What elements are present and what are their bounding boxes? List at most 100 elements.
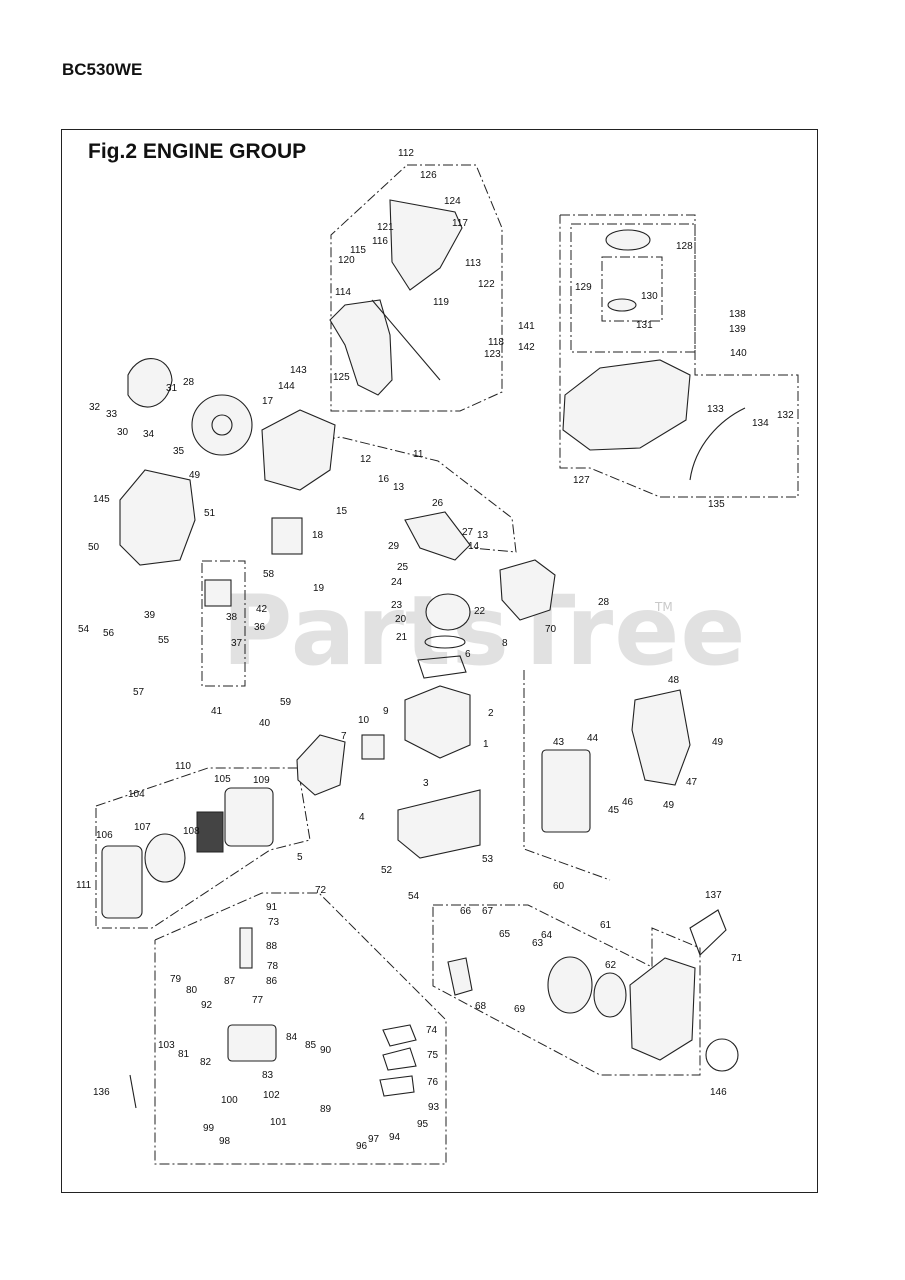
callout-14: 14 xyxy=(468,541,480,552)
piston-ring-shape xyxy=(424,635,466,649)
model-number: BC530WE xyxy=(62,60,143,79)
callout-64: 64 xyxy=(541,930,553,941)
callout-7: 7 xyxy=(341,731,347,742)
air-filter-element-shape xyxy=(144,833,186,883)
callout-125: 125 xyxy=(333,372,350,383)
callout-124: 124 xyxy=(444,196,461,207)
handle-grip-shape xyxy=(329,299,393,396)
callout-22: 22 xyxy=(474,606,486,617)
callout-113: 113 xyxy=(465,258,481,269)
callout-145: 145 xyxy=(93,494,110,505)
callout-24: 24 xyxy=(391,577,403,588)
air-cleaner-base-shape xyxy=(224,787,274,847)
callout-128: 128 xyxy=(676,241,693,252)
callout-31: 31 xyxy=(166,383,178,394)
callout-3: 3 xyxy=(423,778,429,789)
watermark-trademark: TM xyxy=(655,600,673,614)
callout-83: 83 xyxy=(262,1070,274,1081)
callout-98: 98 xyxy=(219,1136,231,1147)
callout-141: 141 xyxy=(518,321,535,332)
callout-139: 139 xyxy=(729,324,746,335)
vent-disk-shape xyxy=(607,298,637,312)
callout-90: 90 xyxy=(320,1045,332,1056)
callout-127: 127 xyxy=(573,475,590,486)
callout-71: 71 xyxy=(731,953,743,964)
fan-cover-shape xyxy=(119,469,196,566)
callout-6: 6 xyxy=(465,649,471,660)
callout-79: 79 xyxy=(170,974,182,985)
fuel-line-shape xyxy=(689,407,746,481)
callout-9: 9 xyxy=(383,706,389,717)
fuel-cap-shape xyxy=(605,229,651,251)
callout-34: 34 xyxy=(143,429,155,440)
callout-137: 137 xyxy=(705,890,722,901)
callout-28: 28 xyxy=(598,597,610,608)
muffler-guard-shape xyxy=(631,689,691,786)
callout-142: 142 xyxy=(518,342,535,353)
callout-46: 46 xyxy=(622,797,634,808)
piston-shape xyxy=(425,593,471,631)
callout-60: 60 xyxy=(553,881,565,892)
callout-136: 136 xyxy=(93,1087,110,1098)
callout-97: 97 xyxy=(368,1134,380,1145)
callout-38: 38 xyxy=(226,612,238,623)
callout-15: 15 xyxy=(336,506,348,517)
callout-138: 138 xyxy=(729,309,746,320)
callout-2: 2 xyxy=(488,708,494,719)
callout-39: 39 xyxy=(144,610,156,621)
callout-67: 67 xyxy=(482,906,494,917)
starter-case-shape xyxy=(629,957,696,1061)
callout-58: 58 xyxy=(263,569,275,580)
callout-49: 49 xyxy=(189,470,201,481)
handle-group-outline xyxy=(330,164,503,412)
callout-91: 91 xyxy=(266,902,278,913)
callout-143: 143 xyxy=(290,365,307,376)
callout-103: 103 xyxy=(158,1040,175,1051)
callout-114: 114 xyxy=(335,287,351,298)
carburetor-shape xyxy=(296,734,346,796)
callout-52: 52 xyxy=(381,865,393,876)
callout-43: 43 xyxy=(553,737,565,748)
callout-49: 49 xyxy=(663,800,675,811)
starter-group-outline xyxy=(432,904,701,1076)
callout-48: 48 xyxy=(668,675,680,686)
air-cleaner-group-outline xyxy=(95,767,311,929)
bracket-shape xyxy=(689,909,727,956)
callout-37: 37 xyxy=(231,638,243,649)
callout-62: 62 xyxy=(605,960,617,971)
callout-115: 115 xyxy=(350,245,366,256)
callout-119: 119 xyxy=(433,297,449,308)
figure-title: Fig.2 ENGINE GROUP xyxy=(88,140,307,163)
callout-135: 135 xyxy=(708,499,725,510)
callout-40: 40 xyxy=(259,718,271,729)
callout-146: 146 xyxy=(710,1087,727,1098)
callout-80: 80 xyxy=(186,985,198,996)
callout-54: 54 xyxy=(78,624,90,635)
starter-pulley-shape xyxy=(547,956,593,1014)
callout-108: 108 xyxy=(183,826,200,837)
callout-107: 107 xyxy=(134,822,151,833)
ignition-coil-outline xyxy=(201,560,246,687)
callout-140: 140 xyxy=(730,348,747,359)
crankcase-shape xyxy=(261,409,336,491)
callout-118: 118 xyxy=(488,337,504,348)
callout-13: 13 xyxy=(477,530,489,541)
callout-33: 33 xyxy=(106,409,118,420)
callout-69: 69 xyxy=(514,1004,526,1015)
callout-65: 65 xyxy=(499,929,511,940)
callout-50: 50 xyxy=(88,542,100,553)
callout-18: 18 xyxy=(312,530,324,541)
callout-47: 47 xyxy=(686,777,698,788)
callout-27: 27 xyxy=(462,527,474,538)
callout-132: 132 xyxy=(777,410,794,421)
vent-outline xyxy=(601,256,663,322)
callout-4: 4 xyxy=(359,812,365,823)
air-cleaner-cover-shape xyxy=(101,845,143,919)
callout-96: 96 xyxy=(356,1141,368,1152)
callout-102: 102 xyxy=(263,1090,280,1101)
callout-92: 92 xyxy=(201,1000,213,1011)
group-outlines xyxy=(95,164,799,1165)
callout-68: 68 xyxy=(475,1001,487,1012)
callout-85: 85 xyxy=(305,1040,317,1051)
